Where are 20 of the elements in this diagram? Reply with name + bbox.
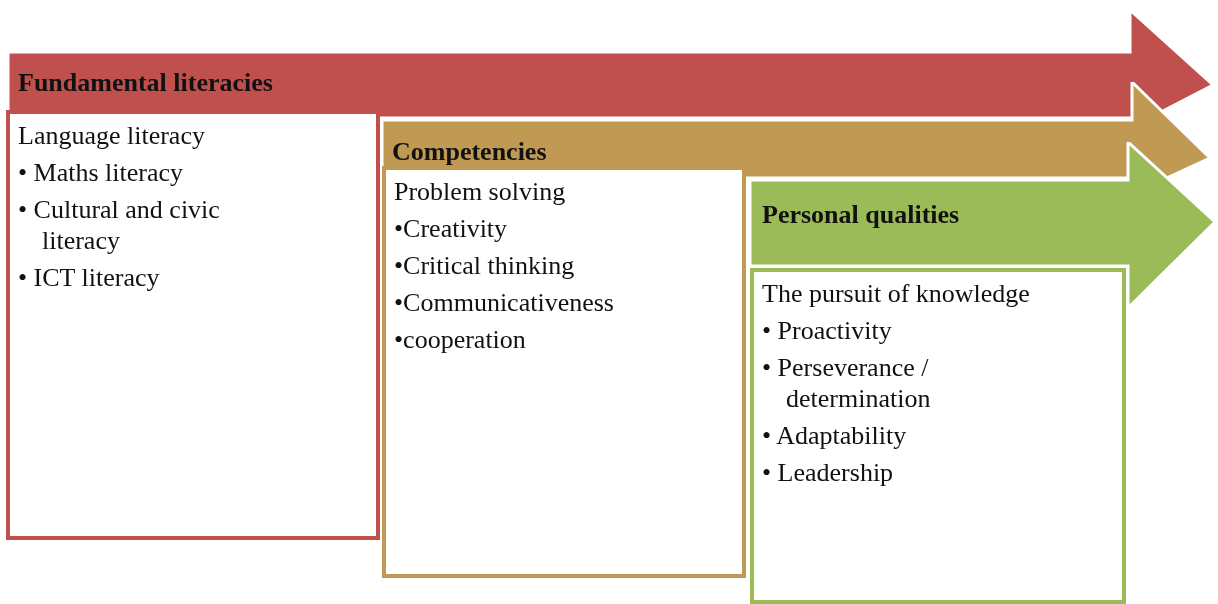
banner-heading: Personal qualities <box>762 200 960 230</box>
list-item: • Maths literacy <box>18 157 185 188</box>
list-heading: The pursuit of knowledge <box>762 278 1031 309</box>
list-item: • Perseverance / determination <box>762 352 932 414</box>
list-item: • Proactivity <box>762 315 893 346</box>
list-item: •cooperation <box>394 324 527 355</box>
banner-heading: Fundamental literacies <box>18 68 273 98</box>
list-panel <box>750 268 1126 604</box>
list-item: • Adaptability <box>762 420 908 451</box>
list-panel <box>382 166 746 578</box>
list-heading: Problem solving <box>394 176 567 207</box>
banner-heading: Competencies <box>392 137 547 167</box>
list-item: • ICT literacy <box>18 262 161 293</box>
list-item: • Leadership <box>762 457 895 488</box>
list-item: • Cultural and civic literacy <box>18 194 221 256</box>
list-heading: Language literacy <box>18 120 206 151</box>
list-item: •Creativity <box>394 213 509 244</box>
list-item: •Critical thinking <box>394 250 576 281</box>
list-panel <box>6 110 380 540</box>
list-item: •Communicativeness <box>394 287 615 318</box>
